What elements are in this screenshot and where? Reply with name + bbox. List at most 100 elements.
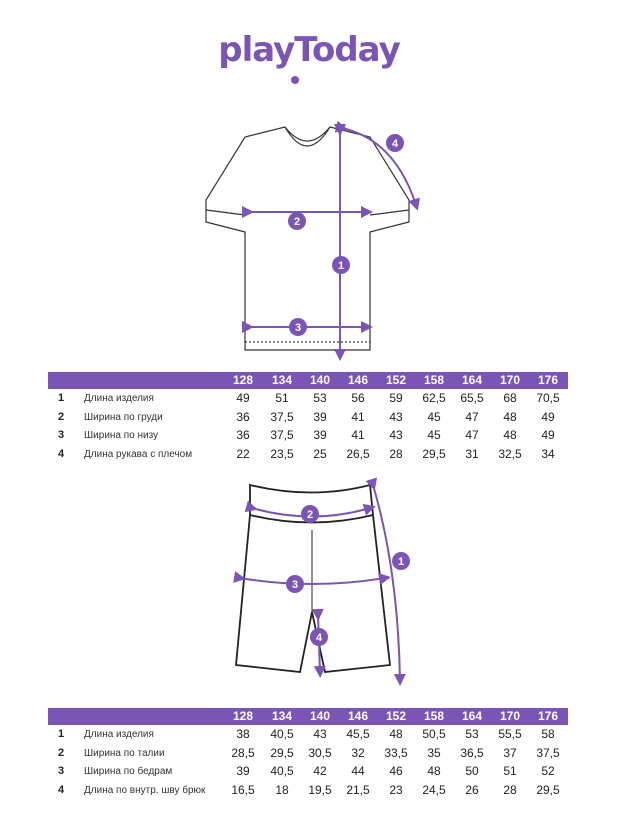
table-cell: 29,5 xyxy=(536,782,560,797)
svg-text:4: 4 xyxy=(392,138,399,150)
row-label: Длина по внутр. шву брюк xyxy=(84,784,206,796)
table-cell: 59 xyxy=(389,391,403,405)
table-cell: 55,5 xyxy=(498,727,522,741)
size-header-cell: 170 xyxy=(499,373,521,387)
row-label: Ширина по талии xyxy=(84,747,165,759)
table-cell: 32 xyxy=(351,745,365,760)
table-cell: 32,5 xyxy=(498,446,522,461)
marker-2: 2 xyxy=(288,212,306,230)
table-cell: 52 xyxy=(541,764,555,778)
table-cell: 45 xyxy=(427,428,441,442)
svg-text:2: 2 xyxy=(294,216,300,228)
svg-text:3: 3 xyxy=(292,579,298,591)
table-cell: 41 xyxy=(351,428,365,442)
size-header-cell: 140 xyxy=(309,709,331,723)
table-cell: 31 xyxy=(465,446,479,461)
size-header-cell: 176 xyxy=(537,373,559,387)
table-cell: 53 xyxy=(313,391,327,405)
table-cell: 48 xyxy=(389,727,403,741)
table-cell: 19,5 xyxy=(308,782,332,797)
table-cell: 45,5 xyxy=(346,727,370,741)
table-cell: 29,5 xyxy=(270,745,294,760)
size-header-cell: 170 xyxy=(499,709,521,723)
table-cell: 51 xyxy=(503,764,517,778)
table-cell: 39 xyxy=(313,409,327,424)
row-label: Ширина по груди xyxy=(84,411,163,423)
row-label: Длина изделия xyxy=(84,729,154,740)
table-cell: 36 xyxy=(236,428,250,442)
table-cell: 37 xyxy=(503,745,517,760)
table-cell: 43 xyxy=(313,727,327,741)
table-cell: 24,5 xyxy=(422,782,446,797)
row-label: Ширина по бедрам xyxy=(84,766,173,777)
table-cell: 38 xyxy=(236,727,250,741)
table-cell: 40,5 xyxy=(270,727,294,741)
table-cell: 39 xyxy=(236,764,250,778)
row-number: 3 xyxy=(58,765,65,777)
size-header-cell: 134 xyxy=(271,709,293,723)
row-number: 2 xyxy=(58,410,65,423)
table-cell: 21,5 xyxy=(346,782,370,797)
table-cell: 50,5 xyxy=(422,727,446,741)
svg-text:1: 1 xyxy=(338,260,344,272)
table-cell: 42 xyxy=(313,764,327,778)
svg-text:1: 1 xyxy=(398,556,404,568)
brand-logo: playToday xyxy=(0,30,618,70)
table-cell: 28 xyxy=(389,446,403,461)
table-cell: 28 xyxy=(503,782,517,797)
table-cell: 49 xyxy=(541,428,555,442)
row-number: 3 xyxy=(58,429,65,441)
row-number: 1 xyxy=(58,728,65,740)
tshirt-sketch xyxy=(205,126,410,351)
table-cell: 40,5 xyxy=(270,764,294,778)
size-header-cell: 146 xyxy=(347,709,369,723)
svg-text:2: 2 xyxy=(307,509,313,521)
table-cell: 33,5 xyxy=(384,745,408,760)
size-header-cell: 140 xyxy=(309,373,331,387)
marker-4: 4 xyxy=(386,134,404,152)
table-cell: 47 xyxy=(465,409,479,424)
table-cell: 23,5 xyxy=(270,446,294,461)
table-cell: 50 xyxy=(465,764,479,778)
table-cell: 58 xyxy=(541,727,555,741)
row-number: 4 xyxy=(58,783,65,796)
table-cell: 23 xyxy=(389,782,403,797)
table-cell: 22 xyxy=(236,446,250,461)
size-header-cell: 152 xyxy=(385,373,407,387)
table-cell: 25 xyxy=(313,446,327,461)
table-cell: 46 xyxy=(389,764,403,778)
row-label: Длина рукава с плечом xyxy=(84,448,193,460)
size-header-cell: 164 xyxy=(461,373,483,387)
table-cell: 29,5 xyxy=(422,446,446,461)
size-header-cell: 128 xyxy=(232,373,254,387)
table-cell: 30,5 xyxy=(308,745,332,760)
table-cell: 45 xyxy=(427,409,441,424)
size-header-cell: 128 xyxy=(232,709,254,723)
table-cell: 43 xyxy=(389,428,403,442)
table-cell: 26,5 xyxy=(346,446,370,461)
table-cell: 56 xyxy=(351,391,365,405)
table-cell: 49 xyxy=(541,409,555,424)
table-cell: 68 xyxy=(503,391,517,405)
table-cell: 37,5 xyxy=(270,409,294,424)
table-cell: 51 xyxy=(275,391,289,405)
svg-text:3: 3 xyxy=(295,322,301,334)
table-cell: 43 xyxy=(389,409,403,424)
size-header-cell: 146 xyxy=(347,373,369,387)
logo-dot xyxy=(291,76,299,84)
row-number: 2 xyxy=(58,746,65,759)
size-header-cell: 164 xyxy=(461,709,483,723)
row-label: Длина изделия xyxy=(84,393,154,404)
table-cell: 65,5 xyxy=(460,391,484,405)
svg-text:4: 4 xyxy=(316,632,323,644)
marker-4: 4 xyxy=(310,628,328,646)
